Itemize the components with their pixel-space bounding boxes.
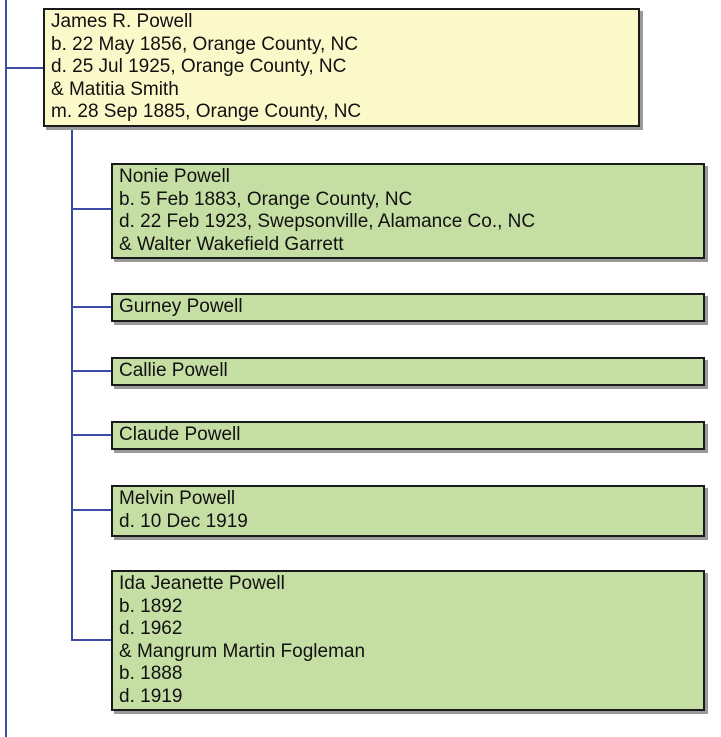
person-name: Ida Jeanette Powell xyxy=(119,573,285,594)
birth-info: b. 1892 xyxy=(119,595,183,617)
child-person-box[interactable]: Nonie Powell b. 5 Feb 1883, Orange Count… xyxy=(111,163,705,259)
birth-info: b. 22 May 1856, Orange County, NC xyxy=(51,33,358,55)
parent-person-box[interactable]: James R. Powell b. 22 May 1856, Orange C… xyxy=(43,8,640,127)
person-name: Melvin Powell xyxy=(119,488,236,509)
child-connector xyxy=(71,509,113,511)
outer-vertical-connector xyxy=(5,0,7,737)
child-person-box[interactable]: Ida Jeanette Powell b. 1892 d. 1962 & Ma… xyxy=(111,570,705,711)
spouse-name: & Matitia Smith xyxy=(51,78,179,100)
person-name: Callie Powell xyxy=(119,360,228,381)
spouse-name: & Mangrum Martin Fogleman xyxy=(119,640,366,662)
child-person-box[interactable]: Claude Powell xyxy=(111,421,705,450)
death-info: d. 10 Dec 1919 xyxy=(119,510,248,532)
spouse-death-info: d. 1919 xyxy=(119,685,183,707)
death-info: d. 22 Feb 1923, Swepsonville, Alamance C… xyxy=(119,211,536,232)
child-connector xyxy=(71,208,113,210)
spouse-birth-info: b. 1888 xyxy=(119,663,183,684)
death-info: d. 1962 xyxy=(119,618,183,639)
child-person-box[interactable]: Gurney Powell xyxy=(111,293,705,322)
death-info: d. 25 Jul 1925, Orange County, NC xyxy=(51,56,347,77)
child-connector xyxy=(71,639,113,641)
child-person-box[interactable]: Melvin Powell d. 10 Dec 1919 xyxy=(111,485,705,537)
child-connector xyxy=(71,370,113,372)
child-connector xyxy=(71,306,113,308)
child-person-box[interactable]: Callie Powell xyxy=(111,357,705,386)
person-name: Gurney Powell xyxy=(119,296,243,317)
parent-connector xyxy=(5,67,43,69)
children-vertical-connector xyxy=(71,127,73,640)
person-name: Claude Powell xyxy=(119,424,241,445)
birth-info: b. 5 Feb 1883, Orange County, NC xyxy=(119,188,413,210)
person-name: James R. Powell xyxy=(51,11,193,32)
person-name: Nonie Powell xyxy=(119,166,230,187)
spouse-name: & Walter Wakefield Garrett xyxy=(119,233,344,255)
marriage-info: m. 28 Sep 1885, Orange County, NC xyxy=(51,101,362,122)
child-connector xyxy=(71,434,113,436)
